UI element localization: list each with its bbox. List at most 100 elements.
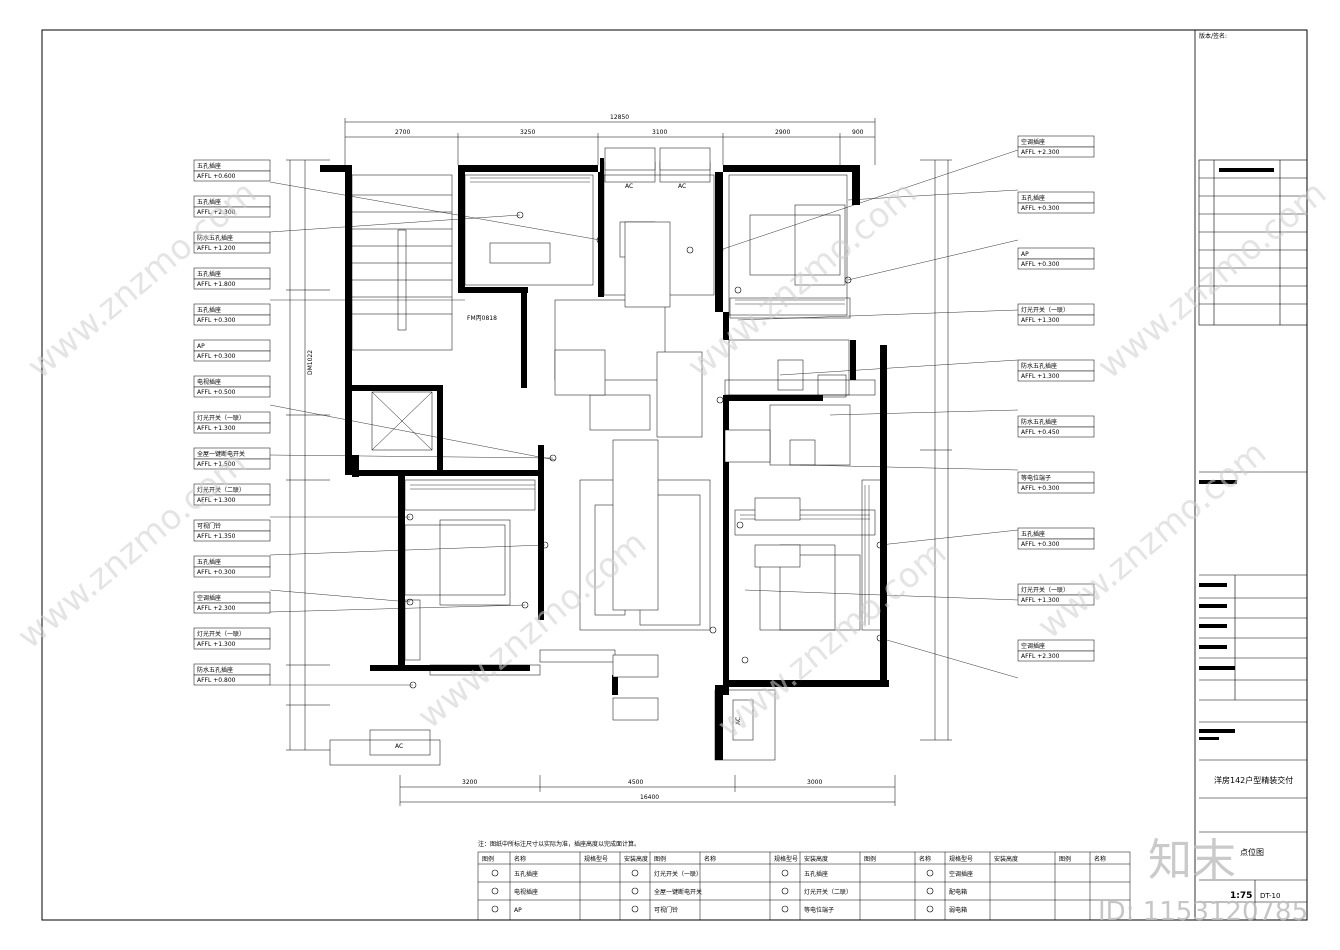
left-tag-name: 灯光开关（二联） xyxy=(197,486,245,494)
right-tag-height: AFFL +1.300 xyxy=(1021,597,1060,604)
right-tag-name: 灯光开关（一联） xyxy=(1021,586,1069,594)
legend-header: 名称 xyxy=(514,855,526,863)
ac-label-1: AC xyxy=(625,183,633,190)
legend-header: 名称 xyxy=(1094,855,1106,863)
right-tag-name: 五孔插座 xyxy=(1021,194,1045,202)
legend-header: 图例 xyxy=(1059,855,1071,863)
title-block xyxy=(1198,159,1308,920)
left-tag-name: AP xyxy=(197,343,205,350)
right-tag-height: AFFL +0.300 xyxy=(1021,205,1060,212)
watermark-site-7: www.znzmo.com xyxy=(710,533,954,747)
legend-symbol xyxy=(631,887,639,895)
legend-symbol xyxy=(491,869,499,877)
legend-item-name: 配电箱 xyxy=(949,888,967,896)
left-dimension-chain xyxy=(286,159,330,751)
left-tag-height: AFFL +0.800 xyxy=(197,677,236,684)
legend-item-name: 空调插座 xyxy=(949,870,973,878)
left-tag-name: 空调插座 xyxy=(197,594,221,602)
left-tag-height: AFFL +1.500 xyxy=(197,461,236,468)
center-callouts xyxy=(554,147,801,721)
right-tag: 灯光开关（一联） AFFL +1.300 xyxy=(1017,303,1095,326)
legend-item-name: 可视门铃 xyxy=(654,906,678,914)
left-tag-height: AFFL +0.300 xyxy=(197,569,236,576)
right-tag: 空调插座 AFFL +2.300 xyxy=(1017,639,1095,662)
legend-header: 名称 xyxy=(704,855,716,863)
right-tag-height: AFFL +2.300 xyxy=(1021,653,1060,660)
watermark-site-2: www.znzmo.com xyxy=(10,443,254,657)
left-tag: 灯光开关（一联）AFFL +1.300 xyxy=(193,627,271,650)
walls xyxy=(320,158,889,760)
left-tag-name: 灯光开关（一联） xyxy=(197,414,245,422)
legend-header: 安装高度 xyxy=(624,855,648,863)
left-tag: 防水五孔插座 AFFL +1.200 xyxy=(193,231,271,254)
outlet-symbols xyxy=(406,211,884,689)
left-tag-height: AFFL +2.300 xyxy=(197,605,236,612)
id-watermark: ID: 1153120785 xyxy=(1098,897,1308,927)
right-tag-height: AFFL +1.300 xyxy=(1021,373,1060,380)
right-tag-name: 五孔插座 xyxy=(1021,530,1045,538)
legend-header: 规格型号 xyxy=(949,855,973,863)
right-tag-name: 空调插座 xyxy=(1021,138,1045,146)
legend-symbol xyxy=(491,905,499,913)
cabinet-hatching xyxy=(410,177,870,625)
legend-symbol xyxy=(631,905,639,913)
legend-note: 注：图纸中所标注尺寸以实际为准，插座高度以完成面计算。 xyxy=(478,840,640,848)
left-tag-name: 五孔插座 xyxy=(197,198,221,206)
right-tag-name: AP xyxy=(1021,251,1029,258)
left-tag: 灯光开关（二联）AFFL +1.300 xyxy=(193,483,271,506)
legend-item-name: 等电位端子 xyxy=(804,906,834,914)
left-tag-name: 五孔插座 xyxy=(197,558,221,566)
right-tag-height: AFFL +2.300 xyxy=(1021,149,1060,156)
left-tag-name: 电视插座 xyxy=(197,378,221,386)
title-block-fills xyxy=(1199,168,1274,740)
left-tag: 五孔插座 AFFL +0.300 xyxy=(193,555,271,578)
left-tag-height: AFFL +1.200 xyxy=(197,245,236,252)
top-dim-1: 2700 xyxy=(395,129,410,136)
scale-text: 1:75 xyxy=(1230,891,1252,901)
revision-label: 版本/签名: xyxy=(1199,32,1227,40)
project-name: 洋房142户型精装交付 xyxy=(1214,775,1293,785)
legend-header: 规格型号 xyxy=(584,855,608,863)
legend-header: 规格型号 xyxy=(774,855,798,863)
legend-item-name: AP xyxy=(514,907,522,914)
legend-item-name: 灯光开关（二联） xyxy=(804,888,852,896)
top-total-dim: 12850 xyxy=(610,114,629,121)
left-tag-name: 五孔插座 xyxy=(197,306,221,314)
sheet-title: 点位图 xyxy=(1240,847,1264,857)
legend-item-name: 弱电箱 xyxy=(949,906,967,914)
door-mark-1: FM丙0818 xyxy=(467,315,497,322)
watermarks: www.znzmo.com www.znzmo.com www.znzmo.co… xyxy=(10,173,1334,747)
right-dimension-chain xyxy=(920,159,952,741)
ac-label-3: AC xyxy=(395,743,403,750)
right-tag-height: AFFL +1.300 xyxy=(1021,317,1060,324)
top-dim-4: 2900 xyxy=(775,129,790,136)
right-tag-name: 灯光开关（一联） xyxy=(1021,306,1069,314)
left-tag-name: 防水五孔插座 xyxy=(197,234,233,242)
left-tag-height: AFFL +0.300 xyxy=(197,317,236,324)
bottom-dim-3: 3000 xyxy=(807,779,822,786)
legend-item-name: 全屋一键断电开关 xyxy=(654,888,702,896)
legend-symbol xyxy=(781,887,789,895)
bottom-dim-2: 4500 xyxy=(628,779,643,786)
ac-label-4: AC xyxy=(735,717,742,725)
bottom-total-dim: 16400 xyxy=(640,794,659,801)
left-tag-name: 灯光开关（一联） xyxy=(197,630,245,638)
legend-item-name: 五孔插座 xyxy=(804,870,828,878)
right-tag-height: AFFL +0.300 xyxy=(1021,485,1060,492)
left-tag: 五孔插座 AFFL +0.300 xyxy=(193,303,271,326)
right-tag-name: 空调插座 xyxy=(1021,642,1045,650)
legend-symbol xyxy=(781,905,789,913)
top-dim-3: 3100 xyxy=(652,129,667,136)
